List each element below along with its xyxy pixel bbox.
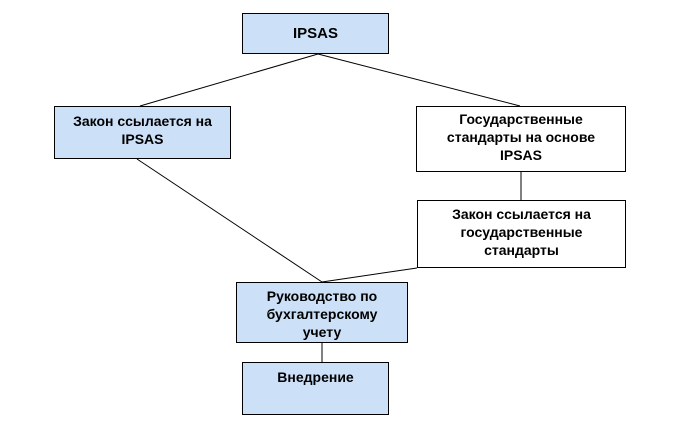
node-law-refers-to-ipsas-label: Закон ссылается на IPSAS bbox=[73, 113, 212, 147]
node-state-standards-label: Государственные стандарты на основе IPSA… bbox=[446, 111, 596, 163]
node-accounting-guide-label: Руководство по бухгалтерскому учету bbox=[266, 288, 378, 340]
node-law-refers-to-state-standards-label: Закон ссылается на государственные станд… bbox=[452, 206, 591, 258]
node-ipsas-label: IPSAS bbox=[292, 24, 338, 42]
node-state-standards: Государственные стандарты на основе IPSA… bbox=[416, 106, 626, 172]
edge-law-ipsas-to-guide bbox=[136, 158, 323, 283]
edge-law-state-to-guide bbox=[321, 267, 418, 283]
node-implementation: Внедрение bbox=[242, 362, 389, 415]
node-ipsas: IPSAS bbox=[242, 13, 389, 54]
node-implementation-label: Внедрение bbox=[277, 369, 354, 385]
node-law-refers-to-state-standards: Закон ссылается на государственные станд… bbox=[417, 200, 626, 268]
edge-ipsas-to-state-standards bbox=[317, 53, 521, 107]
edge-ipsas-to-law-ipsas bbox=[139, 53, 319, 107]
node-accounting-guide: Руководство по бухгалтерскому учету bbox=[236, 282, 408, 343]
node-law-refers-to-ipsas: Закон ссылается на IPSAS bbox=[54, 106, 231, 159]
